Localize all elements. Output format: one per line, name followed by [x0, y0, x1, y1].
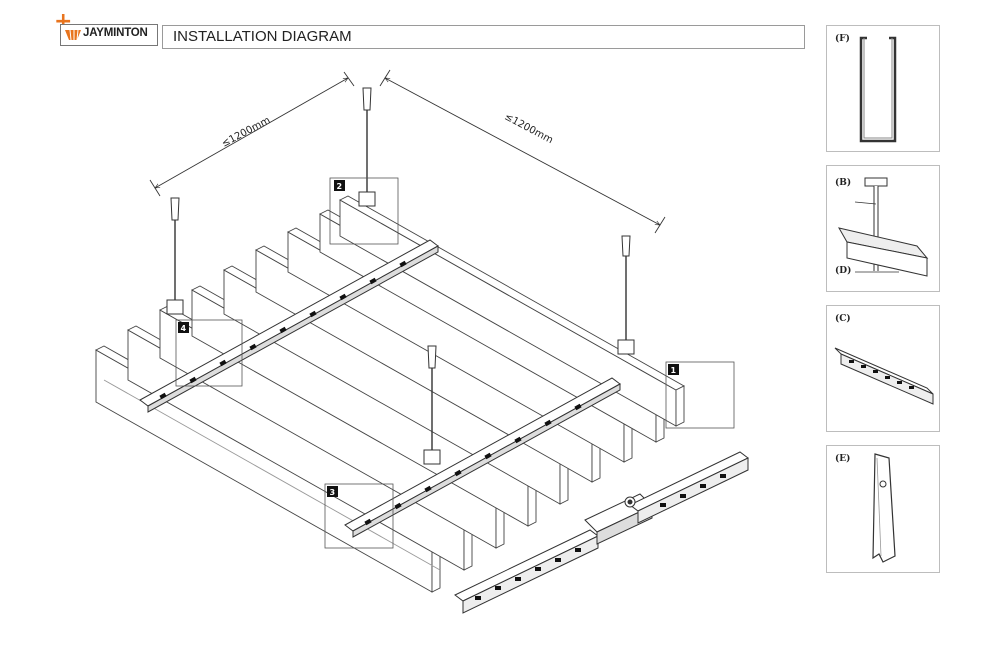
hanger-rods	[166, 87, 635, 465]
callout-2: 2	[337, 182, 343, 191]
panel-b-d: (B) (D)	[826, 165, 940, 292]
carrier-rails	[139, 239, 621, 538]
panel-b-label: (B)	[835, 178, 852, 188]
dimension-left-label: ≤1200mm	[220, 115, 272, 150]
stripes-icon	[65, 30, 81, 40]
callout-markers: 2 4 3 1	[178, 180, 679, 497]
panel-e: (E)	[826, 445, 940, 573]
page-title: INSTALLATION DIAGRAM	[173, 28, 352, 45]
panel-f-label: (F)	[835, 34, 850, 44]
dimension-lines	[149, 69, 666, 234]
logo-box: JAYMINTON	[60, 24, 158, 46]
hanger-clip-detail	[837, 177, 929, 277]
hanger-bracket-detail	[872, 453, 896, 563]
callouts	[175, 177, 735, 549]
dimension-right-label: ≤1200mm	[502, 111, 554, 146]
panel-e-label: (E)	[835, 454, 851, 464]
u-channel-profile	[859, 36, 897, 143]
callout-1: 1	[671, 366, 677, 375]
panel-c-label: (C)	[835, 314, 851, 324]
carrier-rail-detail	[834, 347, 934, 405]
brand-name: JAYMINTON	[83, 27, 148, 39]
panel-f: (F)	[826, 25, 940, 152]
callout-3: 3	[330, 488, 336, 497]
title-bar: INSTALLATION DIAGRAM	[162, 25, 805, 49]
linear-panels	[95, 195, 685, 593]
panel-d-label: (D)	[835, 266, 852, 276]
callout-4: 4	[181, 324, 187, 333]
panel-c: (C)	[826, 305, 940, 432]
installation-diagram: ≤1200mm ≤1200mm 2 4 3 1	[95, 69, 749, 614]
brand-logo: + JAYMINTON	[54, 11, 158, 46]
carrier-splice-detail	[454, 451, 749, 614]
